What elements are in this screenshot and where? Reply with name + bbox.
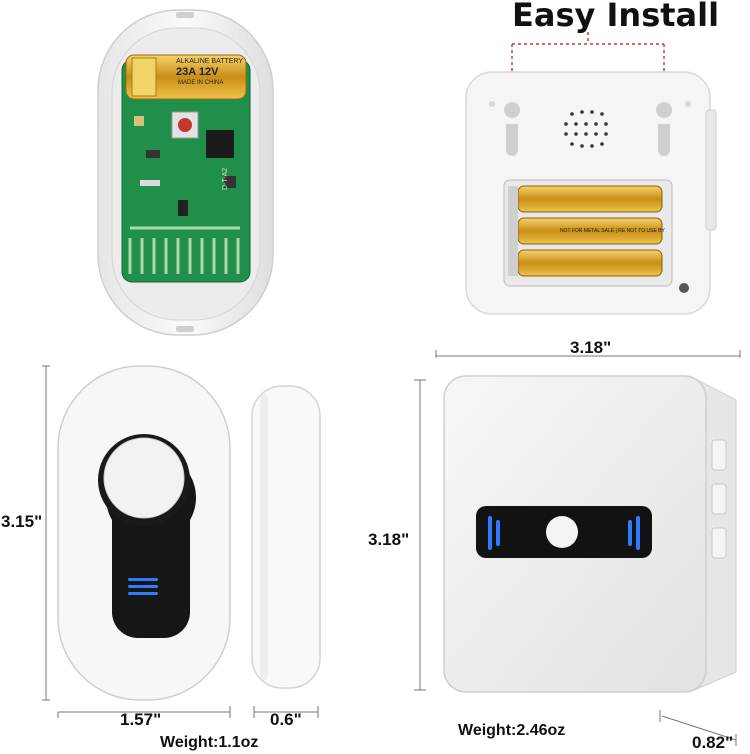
battery-label-line2: 23A 12V — [176, 66, 219, 78]
receiver-width-label: 3.18" — [570, 338, 612, 357]
battery-label-line3: MADE IN CHINA — [178, 80, 224, 86]
button-weight-label: Weight:1.1oz — [160, 734, 259, 751]
battery-label-line1: ALKALINE BATTERY — [176, 58, 244, 65]
receiver-battery-text: NOT FOR METAL SALE | RE NOT TO USE BY — [560, 228, 665, 234]
receiver-weight-label: Weight:2.46oz — [458, 722, 566, 739]
button-width-label: 1.57" — [120, 710, 162, 729]
receiver-height-label: 3.18" — [368, 530, 410, 549]
easy-install-title: Easy Install — [512, 0, 720, 34]
button-depth-label: 0.6" — [270, 710, 302, 729]
button-height-label: 3.15" — [1, 512, 43, 531]
receiver-depth-label: 0.82" — [692, 733, 734, 752]
